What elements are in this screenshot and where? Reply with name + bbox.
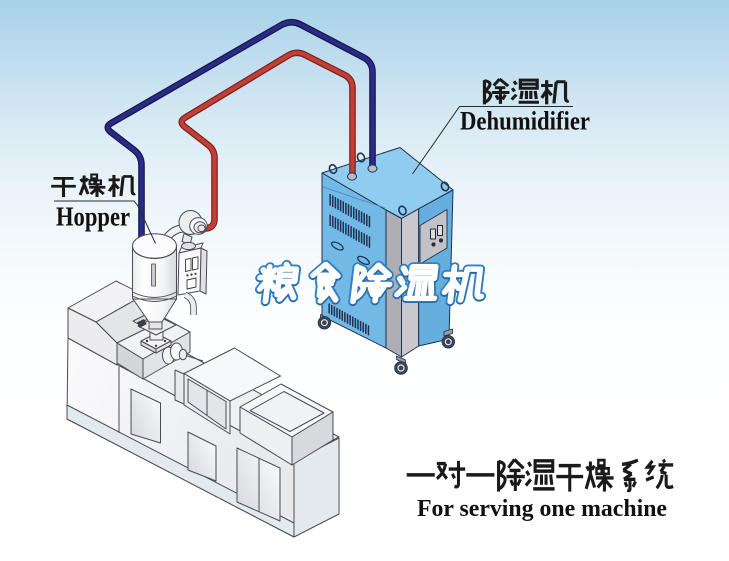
svg-text:For serving one machine: For serving one machine (417, 496, 667, 522)
svg-text:Dehumidifier: Dehumidifier (460, 107, 590, 136)
svg-text:Hopper: Hopper (56, 202, 130, 232)
